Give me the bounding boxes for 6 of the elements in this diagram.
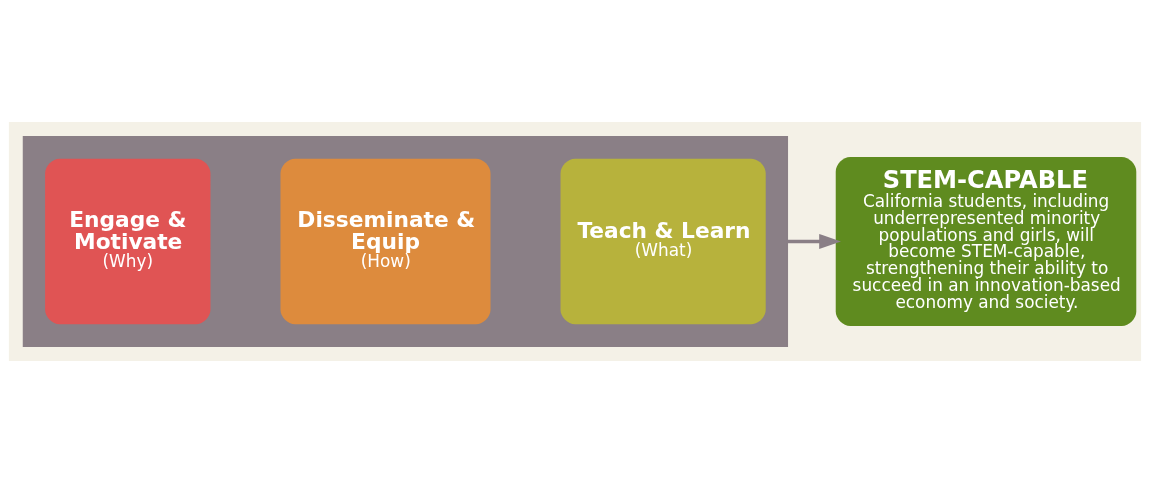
node-box: Teach & Learn (What)	[560, 158, 766, 324]
cluster	[22, 135, 789, 347]
node-box: Engage & Motivate (Why)	[45, 158, 211, 324]
node-box: Disseminate & Equip (How)	[280, 158, 491, 324]
node-box: STEM-CAPABLE California students, including underrepresented minority populations and girls, will become STEM-capable, strengthening their ability to succeed in an innovation-based economy and society.	[835, 156, 1137, 326]
arrow	[787, 233, 841, 249]
